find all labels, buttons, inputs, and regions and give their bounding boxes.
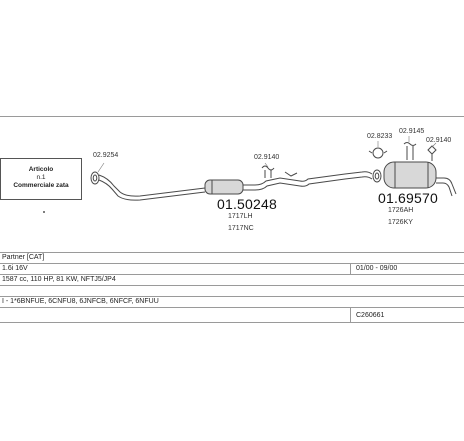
callout-label: 02.9254 [93,152,119,159]
catalog-code: C260661 [356,312,385,319]
leader-line-2 [264,162,269,168]
table-line [0,263,464,264]
table-line [0,307,464,308]
clamp-icon [368,147,388,159]
leader-line-5 [431,142,437,148]
part-ref: 1717NC [228,225,254,232]
vehicle-specs: 1587 cc, 110 HP, 81 KW, NFTJ5/JP4 [2,276,116,283]
table-divider [350,263,351,274]
legend-box: Articolo n.1 Commerciale zata [0,158,82,200]
callout-label: 02.8233 [367,133,393,140]
callout-label: 02.9140 [254,154,280,161]
table-line [0,285,464,286]
part-number: 01.69570 [378,190,438,206]
vehicle-engine-codes: I - 1*6BNFUE, 6CNFU8, 6JNFCB, 6NFCF, 6NF… [2,298,159,305]
rear-muffler-icon [383,161,437,189]
mid-pipe-icon [243,171,373,186]
table-divider [350,307,351,322]
legend-line-3: Commerciale zata [13,182,69,189]
frame-top-line [0,116,464,117]
rubber-mount-icon [427,145,437,161]
table-line [0,296,464,297]
rear-flange-icon [372,169,382,183]
mid-hanger-icon [261,165,275,178]
rear-hanger-icon [403,142,417,160]
part-ref: 1726KY [388,219,413,226]
vehicle-engine: 1.6i 16V [2,265,28,272]
part-number: 01.50248 [217,196,277,212]
part-ref: 1726AH [388,207,414,214]
part-ref: 1717LH [228,213,253,220]
leader-line-1 [97,162,105,173]
vehicle-date-range: 01/00 - 09/00 [356,265,398,272]
front-flange-icon [90,171,100,185]
legend-dot [43,211,45,213]
table-line [0,322,464,323]
vehicle-model: Partner [CAT] [2,254,45,261]
callout-label: 02.9140 [426,137,452,144]
callout-label: 02.9145 [399,128,425,135]
front-pipe-icon [98,174,206,197]
table-line [0,252,464,253]
mid-pipe-bracket-icon [284,171,298,177]
tail-pipe-icon [436,177,457,195]
legend-line-2: n.1 [36,174,46,181]
table-line [0,274,464,275]
middle-silencer-icon [204,179,244,195]
legend-line-1: Articolo [28,166,54,173]
